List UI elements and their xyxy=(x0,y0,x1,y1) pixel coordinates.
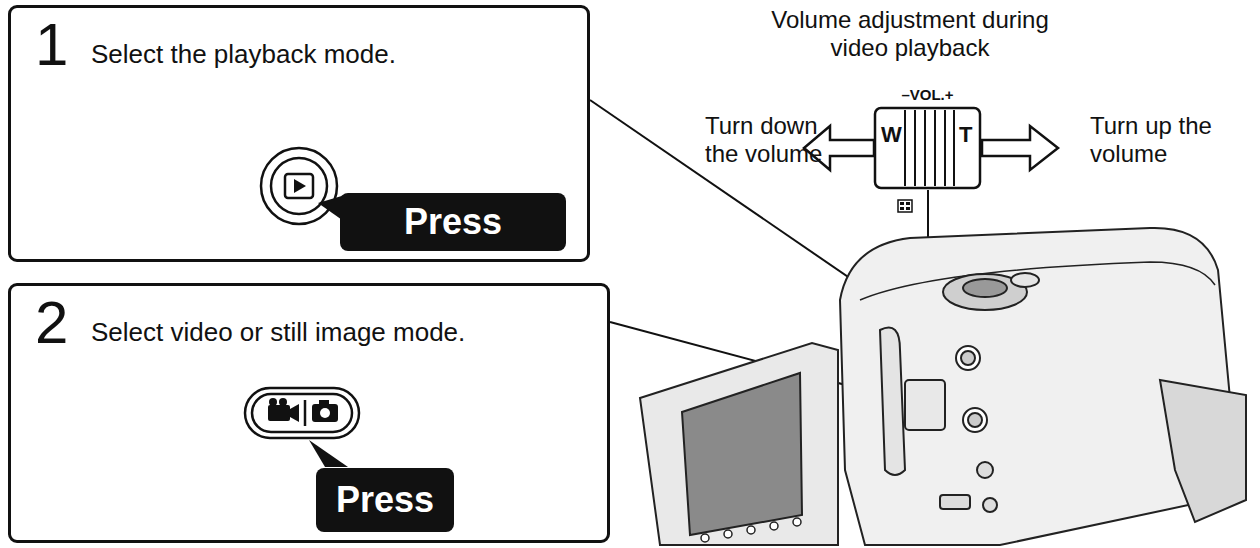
lever-letter: W xyxy=(881,122,902,147)
step-number: 2 xyxy=(35,288,68,357)
section-heading: Volume adjustment during video playback xyxy=(760,6,1060,61)
press-label: Press xyxy=(404,201,502,242)
step-panel: Press 2 Select video or still image mode. xyxy=(8,283,610,543)
zoom-volume-lever xyxy=(875,108,980,188)
mode-button-icon xyxy=(245,388,359,438)
direction-arrow xyxy=(982,126,1058,170)
lever-letter: T xyxy=(959,122,972,147)
press-callout: Press xyxy=(340,193,566,251)
callout-pointer xyxy=(309,440,348,467)
direction-label: Turn up the volume xyxy=(1090,112,1230,167)
volume-marking: –VOL.+ xyxy=(875,86,980,103)
press-label: Press xyxy=(336,479,434,520)
direction-label: Turn down the volume xyxy=(705,112,845,167)
press-callout: Press xyxy=(316,468,454,532)
volume-lever: –VOL.+ W T xyxy=(875,86,980,190)
step-instruction: Select video or still image mode. xyxy=(91,318,465,348)
step-instruction: Select the playback mode. xyxy=(91,40,396,70)
step-number: 1 xyxy=(35,10,68,79)
index-icon xyxy=(898,200,912,212)
step-panel: Press 1 Select the playback mode. xyxy=(8,5,590,262)
playback-button-icon xyxy=(261,148,337,224)
camcorder xyxy=(640,228,1246,545)
